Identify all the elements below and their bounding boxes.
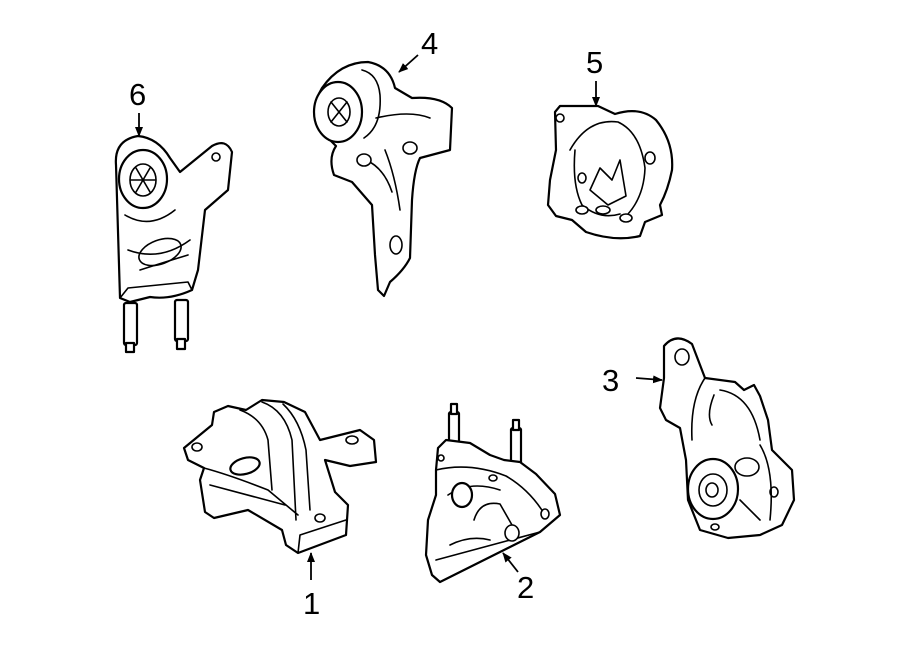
- part-6-mount[interactable]: [114, 134, 234, 354]
- arrow-2: [502, 552, 519, 573]
- callout-1: 1: [303, 586, 320, 621]
- leader-arrows: [135, 54, 663, 580]
- callout-6: 6: [129, 77, 146, 112]
- callout-5: 5: [586, 45, 603, 80]
- arrow-4: [398, 54, 419, 73]
- callout-2: 2: [517, 570, 534, 605]
- callout-3: 3: [602, 363, 619, 398]
- part-1-mount[interactable]: [182, 398, 378, 555]
- part-4-mount[interactable]: [312, 60, 454, 298]
- callout-4: 4: [421, 26, 438, 61]
- part-3-mount[interactable]: [658, 337, 796, 540]
- part-5-mount[interactable]: [546, 104, 674, 240]
- part-2-mount[interactable]: [424, 402, 562, 584]
- arrow-3: [635, 375, 663, 384]
- callout-labels: 6 4 5 3 1 2: [129, 26, 619, 621]
